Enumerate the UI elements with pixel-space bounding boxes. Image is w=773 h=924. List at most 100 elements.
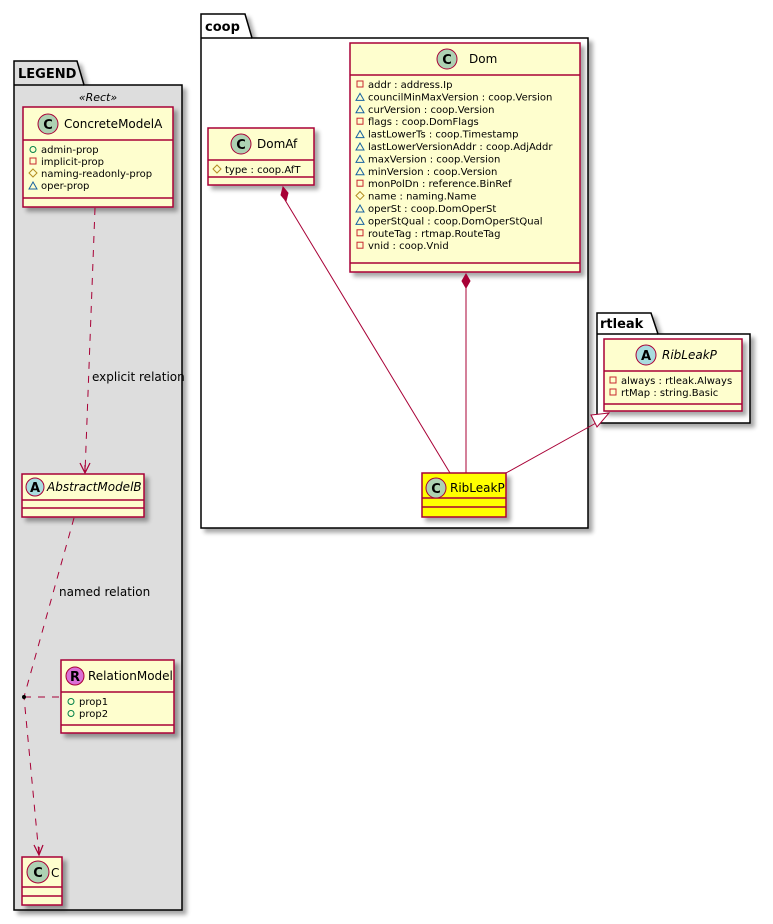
class-c[interactable]: C C [21, 856, 63, 906]
attribute-row: addr : address.Ip [356, 80, 452, 91]
class-name: RelationModel [88, 669, 173, 683]
package-visibility-icon [355, 166, 365, 176]
attribute-text: routeTag : rtmap.RouteTag [368, 229, 500, 240]
class-name: C [51, 866, 59, 880]
class-abstract-model-b[interactable]: A AbstractModelB [21, 473, 145, 518]
package-coop-name: coop [205, 20, 240, 35]
package-legend-name: LEGEND [18, 67, 77, 82]
package-visibility-icon [355, 203, 365, 213]
attribute-list: type : coop.AfT [212, 164, 301, 176]
attribute-text: name : naming.Name [368, 192, 476, 203]
public-visibility-icon [67, 710, 75, 717]
relation-named-label: named relation [59, 585, 150, 599]
attribute-row: lastLowerTs : coop.Timestamp [355, 129, 518, 141]
private-visibility-icon [356, 179, 364, 187]
svg-text:C: C [236, 138, 246, 153]
attribute-row: implicit-prop [29, 157, 104, 168]
class-name: Dom [469, 52, 497, 66]
private-visibility-icon [609, 376, 617, 384]
attribute-row: naming-readonly-prop [28, 168, 152, 180]
abstract-spot-icon: A [25, 477, 45, 497]
attribute-row: operStQual : coop.DomOperStQual [355, 216, 543, 227]
package-visibility-icon [355, 141, 365, 151]
protected-visibility-icon [28, 168, 38, 178]
public-visibility-icon [67, 698, 75, 705]
svg-text:C: C [442, 53, 452, 68]
attribute-row: type : coop.AfT [212, 164, 301, 176]
attribute-text: curVersion : coop.Version [368, 105, 494, 116]
attribute-text: naming-readonly-prop [41, 169, 152, 180]
attribute-text: addr : address.Ip [368, 80, 452, 91]
class-spot-icon: C [26, 860, 50, 884]
attribute-row: councilMinMaxVersion : coop.Version [355, 92, 552, 103]
relation-named: named relation [22, 517, 150, 857]
class-dom[interactable]: C Dom addr : address.IpcouncilMinMaxVers… [349, 42, 581, 273]
class-spot-icon: C [425, 477, 447, 499]
package-visibility-icon [355, 104, 365, 114]
attribute-text: prop1 [79, 697, 108, 708]
svg-text:C: C [431, 482, 441, 497]
protected-visibility-icon [212, 164, 222, 174]
attribute-row: operSt : coop.DomOperSt [355, 203, 496, 215]
attribute-text: lastLowerTs : coop.Timestamp [368, 130, 518, 141]
package-legend-stereotype: «Rect» [79, 91, 118, 104]
package-visibility-icon [355, 129, 365, 139]
relation-explicit-label: explicit relation [92, 370, 185, 384]
private-visibility-icon [356, 241, 364, 249]
relation-composition-domaf [280, 185, 451, 474]
relation-explicit: explicit relation [79, 207, 185, 475]
attribute-text: monPolDn : reference.BinRef [368, 179, 512, 190]
svg-text:R: R [70, 670, 80, 685]
class-spot-icon: C [230, 133, 252, 155]
relation-composition-dom [461, 272, 471, 473]
attribute-row: flags : coop.DomFlags [356, 117, 479, 128]
private-visibility-icon [356, 117, 364, 125]
class-dom-af[interactable]: C DomAf type : coop.AfT [207, 127, 315, 186]
class-name: RibLeakP [450, 481, 505, 495]
class-concrete-model-a[interactable]: C ConcreteModelA admin-propimplicit-prop… [22, 106, 174, 208]
attribute-row: routeTag : rtmap.RouteTag [356, 229, 500, 240]
attribute-row: monPolDn : reference.BinRef [356, 179, 512, 190]
attribute-row: prop2 [67, 709, 108, 720]
private-visibility-icon [356, 80, 364, 88]
attribute-text: vnid : coop.Vnid [368, 241, 449, 252]
attribute-text: minVersion : coop.Version [368, 167, 497, 178]
private-visibility-icon [29, 157, 37, 165]
package-visibility-icon [28, 180, 38, 190]
attribute-row: vnid : coop.Vnid [356, 241, 449, 252]
svg-text:C: C [33, 866, 43, 881]
abstract-spot-icon: A [635, 344, 657, 366]
attribute-text: operSt : coop.DomOperSt [368, 204, 496, 215]
public-visibility-icon [29, 146, 37, 153]
attribute-text: maxVersion : coop.Version [368, 154, 500, 165]
package-visibility-icon [355, 92, 365, 101]
attribute-text: oper-prop [41, 181, 89, 192]
attribute-row: oper-prop [28, 180, 89, 192]
attribute-text: councilMinMaxVersion : coop.Version [368, 92, 552, 103]
attribute-text: admin-prop [41, 145, 99, 156]
attribute-text: always : rtleak.Always [621, 376, 732, 387]
relation-spot-icon: R [65, 666, 85, 686]
attribute-row: prop1 [67, 697, 108, 708]
class-name: ConcreteModelA [64, 117, 163, 131]
class-name: RibLeakP [662, 348, 718, 362]
attribute-text: rtMap : string.Basic [621, 388, 718, 399]
svg-text:A: A [30, 481, 40, 496]
protected-visibility-icon [355, 190, 365, 201]
attribute-row: always : rtleak.Always [609, 376, 732, 387]
attribute-row: curVersion : coop.Version [355, 104, 494, 116]
package-rtleak-name: rtleak [600, 317, 644, 332]
attribute-row: minVersion : coop.Version [355, 166, 497, 178]
attribute-text: operStQual : coop.DomOperStQual [368, 216, 543, 227]
attribute-text: lastLowerVersionAddr : coop.AdjAddr [368, 142, 553, 153]
class-rib-leak-p-coop[interactable]: C RibLeakP [421, 472, 507, 518]
attribute-row: name : naming.Name [355, 190, 476, 203]
attribute-list: admin-propimplicit-propnaming-readonly-p… [28, 145, 152, 192]
class-spot-icon: C [37, 113, 59, 135]
